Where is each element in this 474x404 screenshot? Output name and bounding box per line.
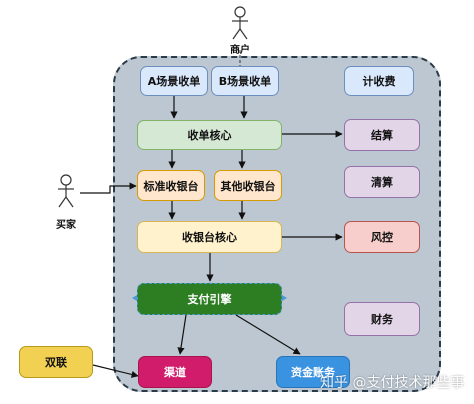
standard-cashier-node: 标准收银台 bbox=[137, 170, 205, 201]
clearing-node: 清算 bbox=[344, 166, 420, 198]
merchant-actor-icon bbox=[232, 6, 248, 40]
cashier-core-node: 收银台核心 bbox=[137, 221, 282, 253]
finance-node: 财务 bbox=[344, 302, 420, 336]
watermark: 知乎 @支付技术那些事 bbox=[320, 375, 465, 391]
engine-to-funds-arrow bbox=[235, 314, 301, 355]
funds-account-node: 资金账务 bbox=[276, 356, 350, 388]
payment-engine-node: 支付引擎 bbox=[137, 283, 282, 315]
fee-node: 计收费 bbox=[344, 66, 414, 96]
shuanglian-node: 双联 bbox=[19, 346, 93, 378]
scene-b-acquiring-node: B场景收单 bbox=[211, 66, 279, 96]
acquiring-core-node: 收单核心 bbox=[137, 120, 282, 150]
other-cashier-node: 其他收银台 bbox=[214, 170, 282, 201]
engine-to-channel-arrow bbox=[177, 314, 187, 355]
buyer-actor-icon bbox=[58, 174, 74, 208]
channel-node: 渠道 bbox=[138, 356, 212, 388]
scene-a-acquiring-node: A场景收单 bbox=[140, 66, 208, 96]
shuanglian-to-channel-arrow bbox=[92, 364, 139, 378]
settlement-node: 结算 bbox=[344, 119, 420, 151]
buyer-label: 买家 bbox=[56, 220, 76, 231]
merchant-label: 商户 bbox=[230, 45, 250, 56]
risk-control-node: 风控 bbox=[344, 221, 420, 253]
buyer-to-cashier-arrow bbox=[80, 182, 137, 194]
